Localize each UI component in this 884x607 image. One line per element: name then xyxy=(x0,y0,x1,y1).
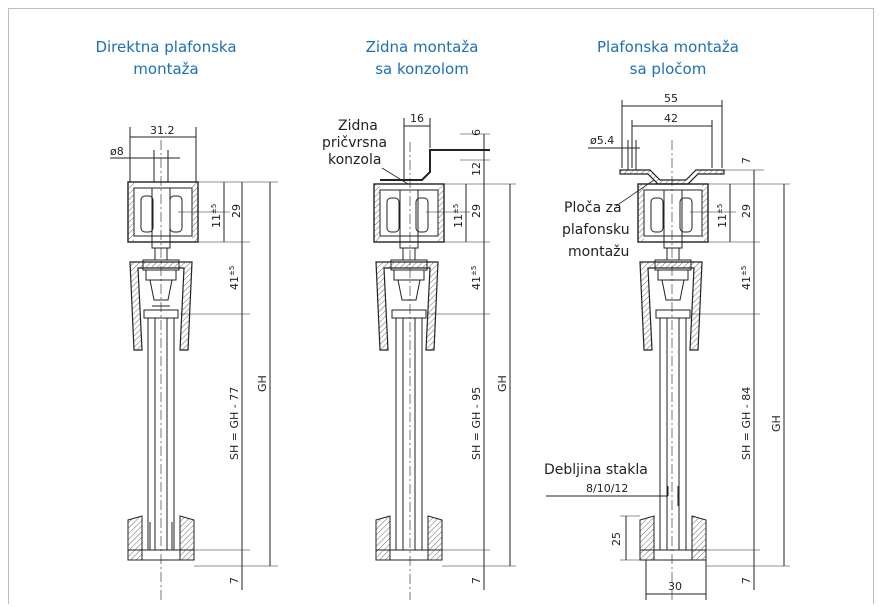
dim-mid-sh: SH = GH - 95 xyxy=(470,387,483,460)
heading-ceiling-plate-line2: sa pločom xyxy=(629,60,707,78)
dim-right-sh: SH = GH - 84 xyxy=(740,387,753,460)
dim-left-7: 7 xyxy=(228,577,241,584)
assembly-direct-ceiling xyxy=(110,127,278,600)
dim-mid-6: 6 xyxy=(470,129,483,136)
dim-right-7: 7 xyxy=(740,577,753,584)
label-glass-thickness: Debljina stakla xyxy=(544,462,648,478)
dim-right-11-tol: ±5 xyxy=(716,204,724,214)
dim-right-25: 25 xyxy=(610,532,623,546)
dim-left-29: 29 xyxy=(230,204,243,218)
label-bracket-line1: Zidna xyxy=(338,118,378,134)
dim-left-41-value: 41 xyxy=(228,276,241,290)
label-plate-line2: plafonsku xyxy=(562,222,630,238)
heading-ceiling-plate: Plafonska montaža sa pločom xyxy=(568,36,768,80)
dim-right-55: 55 xyxy=(664,92,678,105)
dim-left-11-tol: ±5 xyxy=(210,204,218,214)
dim-mid-41: 41±5 xyxy=(470,266,483,290)
heading-wall-bracket: Zidna montaža sa konzolom xyxy=(322,36,522,80)
leader-bracket xyxy=(381,167,409,185)
dim-right-42: 42 xyxy=(664,112,678,125)
heading-direct-ceiling: Direktna plafonska montaža xyxy=(66,36,266,80)
label-bracket-line3: konzola xyxy=(328,152,381,168)
dim-right-41: 41±5 xyxy=(740,266,753,290)
dim-right-41-tol: ±5 xyxy=(740,266,748,276)
dim-right-29: 29 xyxy=(740,204,753,218)
heading-direct-ceiling-line2: montaža xyxy=(133,60,199,78)
dim-left-width: 31.2 xyxy=(150,124,175,137)
dim-mid-7: 7 xyxy=(470,577,483,584)
dim-mid-41-value: 41 xyxy=(470,276,483,290)
label-plate-line1: Ploča za xyxy=(564,200,622,216)
leader-plate xyxy=(615,179,655,207)
label-plate-line3: montažu xyxy=(568,244,629,260)
dim-right-gh: GH xyxy=(770,415,783,432)
dim-mid-11: 11±5 xyxy=(452,204,465,228)
dim-left-41-tol: ±5 xyxy=(228,266,236,276)
dim-right-11-value: 11 xyxy=(716,214,729,228)
dim-left-diam: ø8 xyxy=(110,145,124,158)
dim-mid-29: 29 xyxy=(470,204,483,218)
dim-left-gh: GH xyxy=(256,375,269,392)
dim-mid-16: 16 xyxy=(410,112,424,125)
dim-left-41: 41±5 xyxy=(228,266,241,290)
dim-mid-12: 12 xyxy=(470,162,483,176)
heading-wall-bracket-line2: sa konzolom xyxy=(375,60,469,78)
dim-right-7-top: 7 xyxy=(740,157,753,164)
label-bracket-line2: pričvrsna xyxy=(322,135,387,151)
heading-ceiling-plate-line1: Plafonska montaža xyxy=(596,38,739,56)
dim-mid-11-value: 11 xyxy=(452,214,465,228)
dim-right-41-value: 41 xyxy=(740,276,753,290)
dim-mid-41-tol: ±5 xyxy=(470,266,478,276)
diagram-frame xyxy=(8,8,874,604)
dim-left-11-value: 11 xyxy=(210,214,223,228)
dim-right-30: 30 xyxy=(668,580,682,593)
dim-right-diam: ø5.4 xyxy=(590,134,614,147)
dim-mid-gh: GH xyxy=(496,375,509,392)
assembly-ceiling-plate xyxy=(546,100,790,600)
dim-right-11: 11±5 xyxy=(716,204,729,228)
assembly-wall-bracket xyxy=(373,118,516,600)
heading-direct-ceiling-line1: Direktna plafonska xyxy=(95,38,237,56)
dim-left-11: 11±5 xyxy=(210,204,223,228)
dim-left-sh: SH = GH - 77 xyxy=(228,387,241,460)
dim-mid-11-tol: ±5 xyxy=(452,204,460,214)
dim-right-glass: 8/10/12 xyxy=(586,482,628,495)
heading-wall-bracket-line1: Zidna montaža xyxy=(365,38,479,56)
